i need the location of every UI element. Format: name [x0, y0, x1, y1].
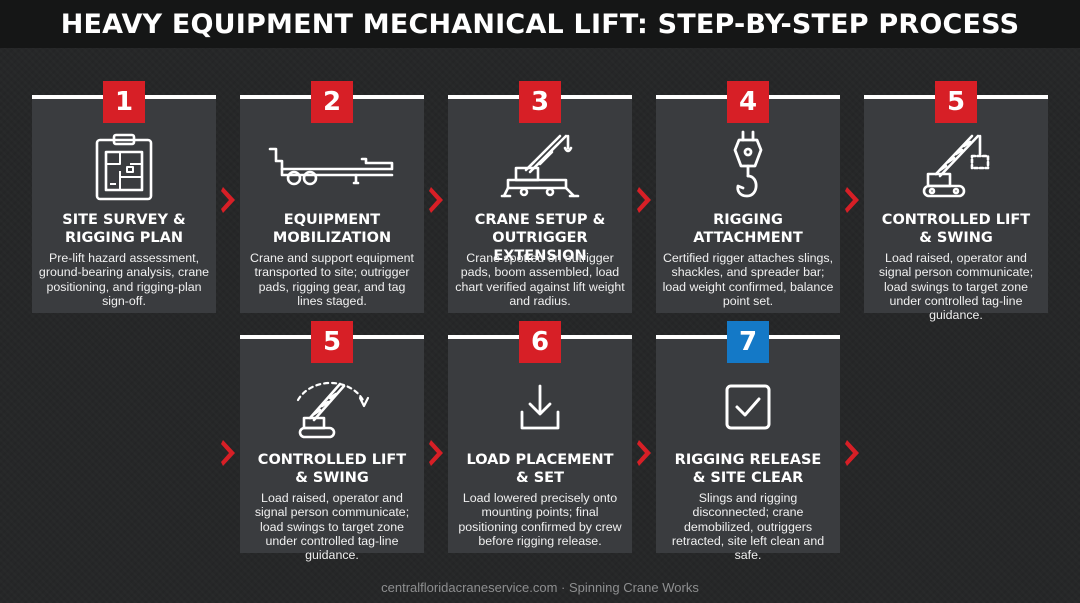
step-description: Load raised, operator and signal person …	[878, 251, 1034, 323]
step-description: Crane spotted on outrigger pads, boom as…	[455, 251, 625, 308]
step-title: LOAD PLACEMENT & SET	[466, 452, 614, 486]
checkbox-icon	[656, 371, 840, 443]
chevron-right-icon	[637, 440, 651, 466]
step-title: CONTROLLED LIFT & SWING	[257, 452, 407, 486]
step-title: EQUIPMENT MOBILIZATION	[272, 212, 392, 246]
step-card-8: 7 RIGGING RELEASE & SITE CLEAR Slings an…	[656, 321, 840, 562]
step-card-1: 1 SITE SURVEY & RIGGING PLAN Pre-lift ha…	[32, 81, 216, 313]
step-card-4: 4 RIGGING ATTACHMENT Certified rigger at…	[656, 81, 840, 313]
step-title: CRANE SETUP & OUTRIGGER EXTENSION	[474, 212, 606, 264]
page-title: HEAVY EQUIPMENT MECHANICAL LIFT: STEP-BY…	[60, 8, 1020, 40]
step-card-5: 5 CONTROLLED LIFT & SWING Load raised, o…	[864, 81, 1048, 322]
lowboy-trailer-icon	[240, 131, 424, 203]
step-description: Certified rigger attaches slings, shackl…	[662, 251, 834, 308]
step-number-badge: 5	[935, 81, 977, 123]
crane-outriggers-icon	[448, 131, 632, 203]
chevron-right-icon	[845, 187, 859, 213]
step-card-7: 6 LOAD PLACEMENT & SET Load lowered prec…	[448, 321, 632, 553]
step-title: CONTROLLED LIFT & SWING	[881, 212, 1031, 246]
step-card-3: 3 CRANE SETUP & OUTRIGGER EXTENSION Cran…	[448, 81, 632, 313]
chevron-right-icon	[221, 187, 235, 213]
download-arrow-icon	[448, 371, 632, 443]
step-description: Slings and rigging disconnected; crane d…	[671, 491, 825, 563]
step-card-2: 2 EQUIPMENT MOBILIZATION Crane and suppo…	[240, 81, 424, 313]
footer-credit: centralfloridacraneservice.com · Spinnin…	[381, 580, 699, 595]
step-description: Load lowered precisely onto mounting poi…	[458, 491, 622, 548]
step-number-badge: 5	[311, 321, 353, 363]
chevron-right-icon	[221, 440, 235, 466]
step-description: Pre-lift hazard assessment, ground-beari…	[38, 251, 210, 308]
chevron-right-icon	[637, 187, 651, 213]
step-title: SITE SURVEY & RIGGING PLAN	[62, 212, 186, 246]
crawler-crane-load-icon	[864, 131, 1048, 203]
crane-swing-arc-icon	[240, 371, 424, 443]
chevron-right-icon	[429, 440, 443, 466]
chevron-right-icon	[429, 187, 443, 213]
step-number-badge: 7	[727, 321, 769, 363]
step-number-badge: 2	[311, 81, 353, 123]
step-title: RIGGING RELEASE & SITE CLEAR	[674, 452, 822, 486]
clipboard-site-plan-icon	[32, 131, 216, 203]
step-number-badge: 3	[519, 81, 561, 123]
step-description: Crane and support equipment transported …	[250, 251, 414, 308]
step-number-badge: 6	[519, 321, 561, 363]
step-number-badge: 1	[103, 81, 145, 123]
crane-hook-icon	[656, 130, 840, 203]
step-number-badge: 4	[727, 81, 769, 123]
chevron-right-icon	[845, 440, 859, 466]
title-bar: HEAVY EQUIPMENT MECHANICAL LIFT: STEP-BY…	[0, 0, 1080, 48]
step-card-6: 5 CONTROLLED LIFT & SWING Load raised, o…	[240, 321, 424, 562]
step-title: RIGGING ATTACHMENT	[693, 212, 803, 246]
step-description: Load raised, operator and signal person …	[254, 491, 410, 563]
